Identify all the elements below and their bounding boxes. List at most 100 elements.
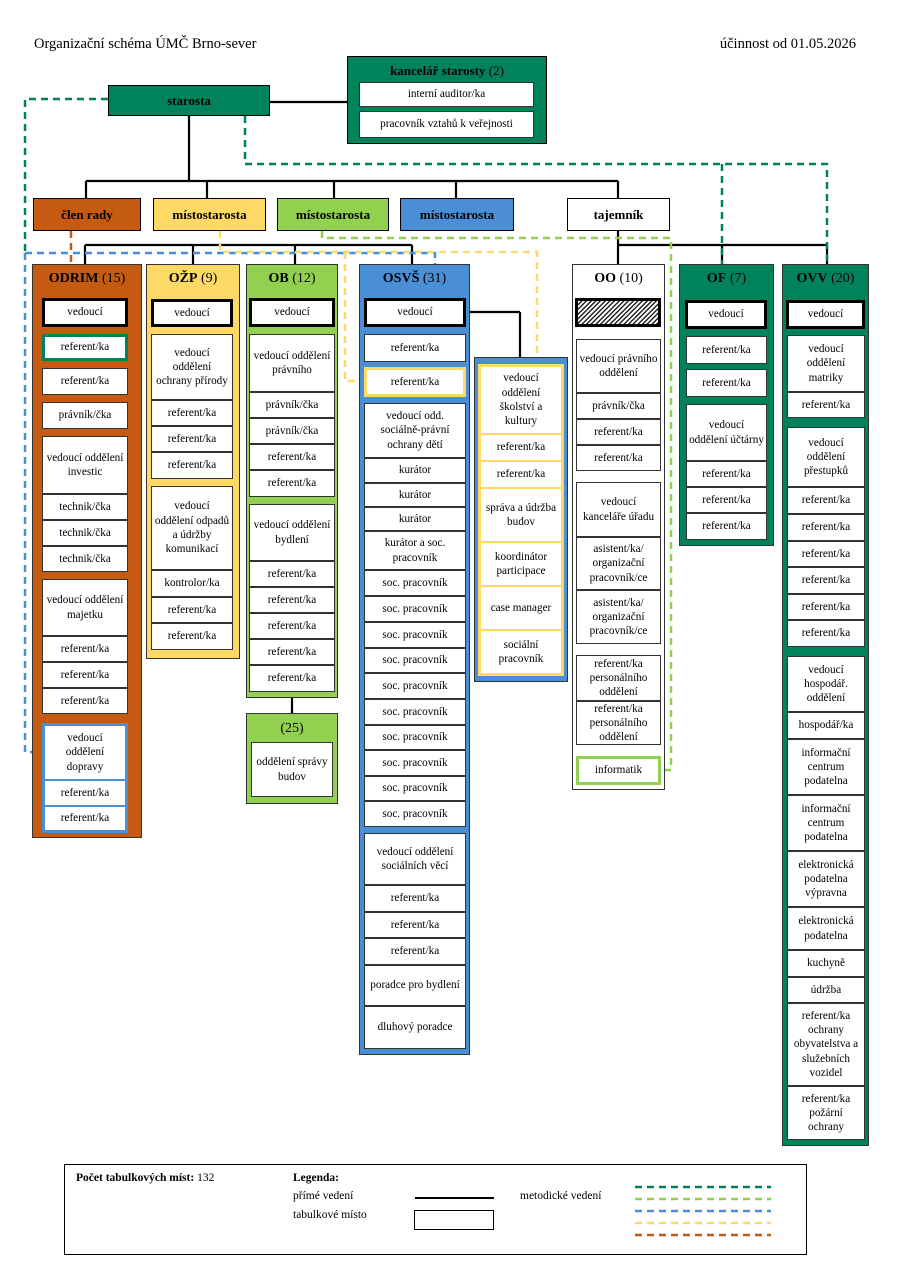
ovv-position: referent/ka xyxy=(787,594,865,620)
of-position: vedoucí oddělení účtárny xyxy=(686,404,767,461)
ozp-position: referent/ka xyxy=(151,400,233,426)
osvs-position: soc. pracovník xyxy=(364,776,466,801)
ovv-position: informační centrum podatelna xyxy=(787,795,865,851)
dept-odrim-title: ODRIM (15) xyxy=(33,271,141,287)
school-position: referent/ka xyxy=(478,461,564,488)
ovv-head: vedoucí xyxy=(786,300,865,329)
dept-ozp-title: OŽP (9) xyxy=(147,271,239,287)
ovv-position: vedoucí hospodář. oddělení xyxy=(787,656,865,712)
mayor-box: starosta xyxy=(108,85,270,116)
dept-oo-count: (10) xyxy=(619,271,643,286)
ovv-position: kuchyně xyxy=(787,950,865,977)
dept-odrim-count: (15) xyxy=(101,271,126,286)
ob-position: referent/ka xyxy=(249,470,335,497)
of-position: referent/ka xyxy=(686,369,767,397)
dept-ob-count: (12) xyxy=(292,271,316,286)
osvs-position: soc. pracovník xyxy=(364,725,466,750)
ozp-head: vedoucí xyxy=(151,299,233,327)
legend: Počet tabulkových míst: 132 Legenda: pří… xyxy=(64,1164,807,1255)
ob-position: referent/ka xyxy=(249,561,335,587)
odrim-position: referent/ka xyxy=(42,334,128,361)
mayor-office-title: kancelář starosty (2) xyxy=(348,63,546,79)
ozp-position: vedoucí oddělení ochrany přírody xyxy=(151,334,233,400)
osvs-position: referent/ka xyxy=(364,334,466,362)
osvs-position: kurátor a soc. pracovník xyxy=(364,531,466,570)
osvs-position: soc. pracovník xyxy=(364,648,466,673)
legend-methodical-label: metodické vedení xyxy=(520,1190,602,1202)
odrim-position: referent/ka xyxy=(42,688,128,714)
ob-head: vedoucí xyxy=(249,298,335,327)
dept-osvs-name: OSVŠ xyxy=(382,271,420,286)
odrim-position: vedoucí oddělení dopravy xyxy=(42,723,128,780)
ovv-position: referent/ka xyxy=(787,567,865,594)
osvs-head: vedoucí xyxy=(364,298,466,327)
odrim-position: vedoucí oddělení majetku xyxy=(42,579,128,636)
osvs-position: kurátor xyxy=(364,483,466,507)
legend-count-value: 132 xyxy=(197,1172,215,1184)
odrim-position: technik/čka xyxy=(42,494,128,520)
osvs-position: soc. pracovník xyxy=(364,673,466,699)
odrim-position: referent/ka xyxy=(42,806,128,833)
osvs-position: referent/ka xyxy=(364,912,466,938)
of-position: referent/ka xyxy=(686,461,767,487)
school-position: správa a údržba budov xyxy=(478,488,564,542)
dept-odrim-name: ODRIM xyxy=(48,271,99,286)
odrim-position: technik/čka xyxy=(42,546,128,572)
osvs-position: soc. pracovník xyxy=(364,570,466,596)
pr-officer-box: pracovník vztahů k veřejnosti xyxy=(359,111,534,138)
mayor-office-count: (2) xyxy=(488,63,504,78)
odrim-position: referent/ka xyxy=(42,636,128,662)
ozp-position: referent/ka xyxy=(151,426,233,452)
legend-position-label: tabulkové místo xyxy=(293,1209,367,1221)
ovv-position: referent/ka požární ochrany xyxy=(787,1086,865,1140)
dept-osvs-title: OSVŠ (31) xyxy=(360,271,469,287)
odrim-position: právník/čka xyxy=(42,402,128,429)
osvs-position: kurátor xyxy=(364,507,466,531)
ovv-position: hospodář/ka xyxy=(787,712,865,739)
osvs-position: soc. pracovník xyxy=(364,699,466,725)
ovv-position: referent/ka xyxy=(787,620,865,647)
oo-position: referent/ka personálního oddělení xyxy=(576,701,661,745)
osvs-position: soc. pracovník xyxy=(364,622,466,648)
oo-head-vacant xyxy=(575,298,661,327)
mayor-office-title-text: kancelář starosty xyxy=(390,63,486,78)
ob-position: referent/ka xyxy=(249,665,335,692)
oo-position: asistent/ka/ organizační pracovník/ce xyxy=(576,590,661,644)
dept-ovv-name: OVV xyxy=(796,271,828,286)
osvs-position: soc. pracovník xyxy=(364,801,466,827)
legend-methodical-lines xyxy=(635,1185,771,1237)
ob-position: právník/čka xyxy=(249,418,335,444)
of-position: referent/ka xyxy=(686,487,767,513)
ozp-position: kontrolor/ka xyxy=(151,570,233,597)
osvs-position: kurátor xyxy=(364,458,466,483)
oo-position: vedoucí právního oddělení xyxy=(576,339,661,393)
dept-ovv-title: OVV (20) xyxy=(783,271,868,287)
dept-ozp-name: OŽP xyxy=(168,271,198,286)
odrim-position: referent/ka xyxy=(42,662,128,688)
ovv-position: elektronická podatelna výpravna xyxy=(787,851,865,907)
odrim-position: referent/ka xyxy=(42,780,128,806)
legend-position-box xyxy=(414,1210,494,1230)
ob-position: referent/ka xyxy=(249,444,335,470)
ob-position: referent/ka xyxy=(249,587,335,613)
council-member-box: člen rady xyxy=(33,198,141,231)
ovv-position: údržba xyxy=(787,977,865,1003)
odrim-position: referent/ka xyxy=(42,368,128,395)
osvs-position: referent/ka xyxy=(364,367,466,397)
oo-position: právník/čka xyxy=(576,393,661,419)
ovv-position: referent/ka ochrany obyvatelstva a služe… xyxy=(787,1003,865,1086)
osvs-position: referent/ka xyxy=(364,938,466,965)
osvs-position: referent/ka xyxy=(364,885,466,912)
ovv-position: referent/ka xyxy=(787,487,865,514)
ovv-position: vedoucí oddělení matriky xyxy=(787,335,865,392)
ovv-position: informační centrum podatelna xyxy=(787,739,865,795)
of-position: referent/ka xyxy=(686,336,767,364)
ozp-position: referent/ka xyxy=(151,452,233,479)
osvs-position: poradce pro bydlení xyxy=(364,965,466,1006)
legend-direct-line xyxy=(415,1197,494,1199)
ob-position: referent/ka xyxy=(249,613,335,639)
ozp-position: vedoucí oddělení odpadů a údržby komunik… xyxy=(151,486,233,570)
osvs-position: dluhový poradce xyxy=(364,1006,466,1049)
oo-position: informatik xyxy=(576,756,661,785)
school-position: koordinátor participace xyxy=(478,542,564,586)
